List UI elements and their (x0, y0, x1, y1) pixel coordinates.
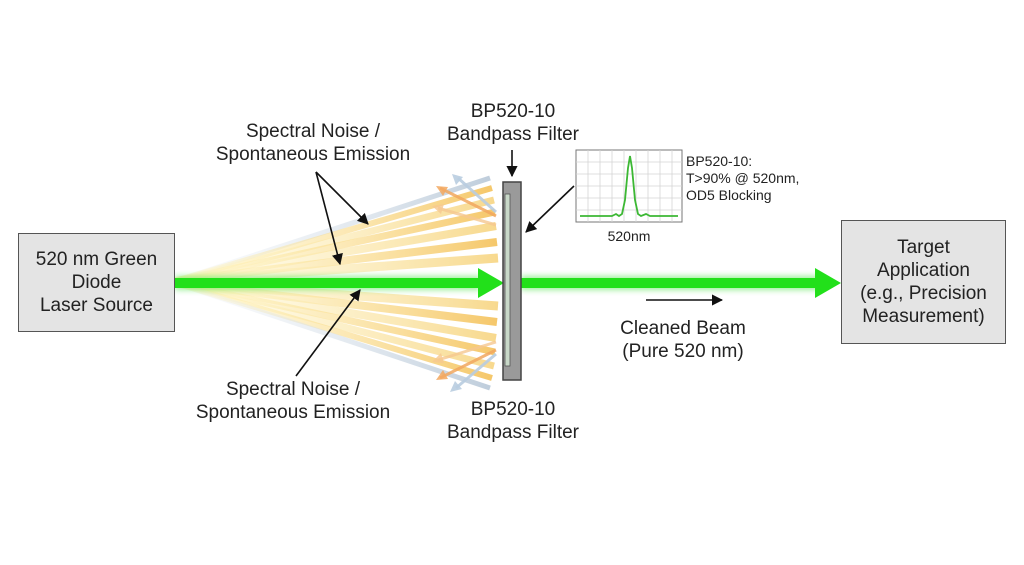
reflected-ray (439, 348, 497, 380)
reflected-ray-head (450, 381, 462, 392)
reflected-ray (437, 206, 497, 227)
reflected-ray-head (432, 204, 444, 214)
reflected-ray-head (436, 370, 448, 380)
reflected-ray-head (432, 353, 444, 363)
reflected-ray (439, 186, 497, 218)
cleaned-beam-label: Cleaned Beam (Pure 520 nm) (620, 318, 746, 362)
noise-label-bottom: Spectral Noise / Spontaneous Emission (195, 379, 391, 423)
spectrum-caption: 520nm (607, 228, 651, 244)
reflected-noise-arrows (432, 174, 498, 392)
output-beam-arrowhead (815, 268, 841, 298)
laser-source-box: 520 nm Green Diode Laser Source (18, 233, 175, 332)
noise-top-arrow-2 (315, 171, 369, 225)
reflected-ray (455, 352, 497, 390)
noise-top-arrow-1 (315, 171, 343, 266)
laser-source-label: 520 nm Green Diode Laser Source (35, 249, 158, 316)
spectrum-peak-line (580, 155, 678, 218)
output-laser-beam (521, 268, 841, 298)
filter-label-bottom: BP520-10 Bandpass Filter (446, 399, 579, 443)
filter-spec-note: BP520-10: T>90% @ 520nm, OD5 Blocking (686, 153, 800, 203)
spectrum-pointer-arrow (525, 185, 575, 233)
noise-bottom-arrow (295, 289, 361, 377)
reflected-ray (456, 176, 498, 214)
input-laser-beam (175, 268, 504, 298)
reflected-ray (437, 340, 497, 362)
noise-label-top: Spectral Noise / Spontaneous Emission (215, 121, 411, 165)
target-application-label: Target Application (e.g., Precision Meas… (860, 237, 987, 327)
reflected-ray-head (452, 174, 463, 185)
target-application-box: Target Application (e.g., Precision Meas… (841, 220, 1006, 344)
filter-label-top: BP520-10 Bandpass Filter (446, 101, 579, 145)
input-beam-arrowhead (478, 268, 504, 298)
spectrum-inset (575, 149, 683, 223)
bandpass-filter (502, 181, 522, 381)
reflected-ray-head (436, 186, 448, 196)
noise-ray (174, 280, 491, 391)
